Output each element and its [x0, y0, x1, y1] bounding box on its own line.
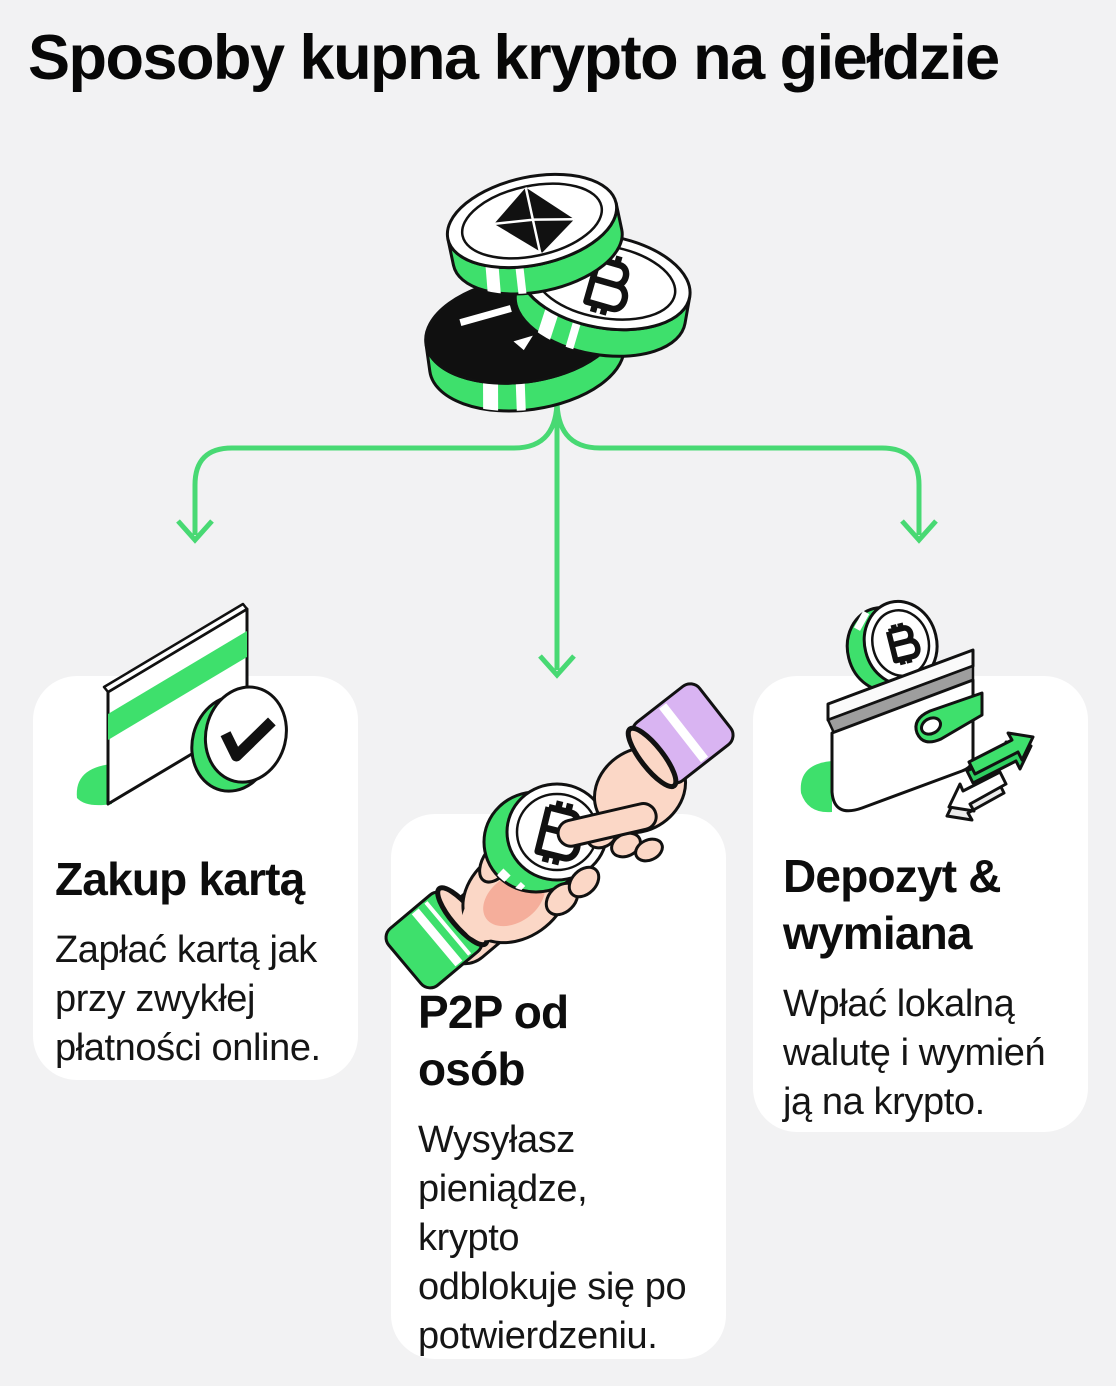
- flow-arrows: [176, 383, 938, 679]
- page-title: Sposoby kupna krypto na giełdzie: [28, 23, 1000, 93]
- method-heading: Depozyt &wymiana: [783, 850, 1002, 959]
- ethereum-coin: [445, 172, 624, 302]
- arrow-down-icon: [176, 519, 214, 544]
- ethereum-icon: [493, 187, 575, 254]
- pointer-wrist: [629, 723, 699, 791]
- arrow-down-icon: [900, 519, 938, 544]
- method-heading: Zakup kartą: [55, 853, 305, 905]
- bitcoin-coin: [513, 232, 692, 362]
- bitcoin-icon: [584, 251, 635, 319]
- bitcoin-icon: [887, 620, 921, 666]
- flow-branch-right: [554, 399, 922, 535]
- arrow-down-icon: [538, 654, 576, 679]
- black-coin: [424, 275, 626, 423]
- pointer-cuff: [625, 682, 735, 790]
- crypto-coins-illustration: [424, 172, 692, 423]
- flow-branch-left: [192, 399, 560, 535]
